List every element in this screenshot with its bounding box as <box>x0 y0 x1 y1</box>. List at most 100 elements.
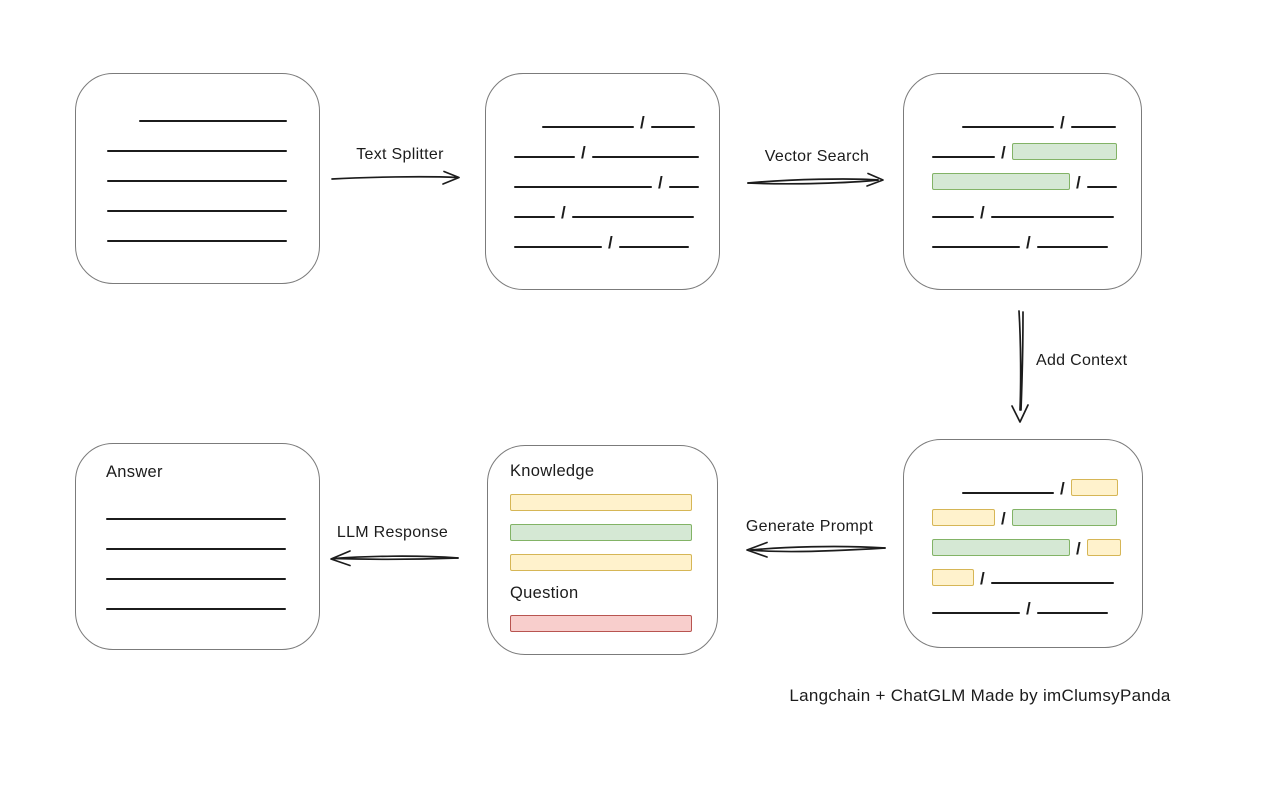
text-row: / <box>905 596 1142 618</box>
slash-separator: / <box>640 113 645 132</box>
text-line <box>1036 246 1108 248</box>
source-document-lines <box>76 74 319 242</box>
yellow-bar <box>510 554 692 571</box>
text-row: / <box>905 506 1142 528</box>
text-line <box>106 548 286 550</box>
text-row: / <box>487 200 719 222</box>
text-row: / <box>905 140 1141 162</box>
text-line <box>962 126 1054 128</box>
text-line <box>107 150 287 152</box>
text-row: / <box>905 170 1141 192</box>
prompt-box: Knowledge Question <box>487 445 718 655</box>
llm-response-arrow <box>330 550 459 567</box>
slash-separator: / <box>1076 173 1081 192</box>
text-row: / <box>905 566 1142 588</box>
slash-separator: / <box>980 569 985 588</box>
text-line <box>139 120 287 122</box>
slash-separator: / <box>1026 599 1031 618</box>
text-row: / <box>905 536 1142 558</box>
context-chunks-box: / / / / / <box>903 439 1143 648</box>
text-row: / <box>487 230 719 252</box>
text-line <box>932 156 995 158</box>
yellow-bar <box>510 494 692 511</box>
text-row <box>77 104 319 122</box>
answer-label: Answer <box>106 463 163 481</box>
slash-separator: / <box>1060 479 1065 498</box>
slash-separator: / <box>561 203 566 222</box>
text-line <box>618 246 689 248</box>
source-document-box <box>75 73 320 284</box>
text-row <box>77 194 319 212</box>
vector-search-result-box: / / / / / <box>903 73 1142 290</box>
text-row <box>77 134 319 152</box>
text-line <box>107 240 287 242</box>
knowledge-bars <box>510 494 717 571</box>
red-bar <box>510 615 692 632</box>
text-line <box>542 126 634 128</box>
text-row: / <box>905 476 1142 498</box>
text-row <box>77 224 319 242</box>
vector-search-result-lines: / / / / / <box>904 74 1141 252</box>
text-line <box>1036 612 1108 614</box>
yellow-highlight-bar <box>1086 539 1121 556</box>
text-line <box>591 156 699 158</box>
slash-separator: / <box>581 143 586 162</box>
text-line <box>962 492 1054 494</box>
text-line <box>107 180 287 182</box>
green-bar <box>510 524 692 541</box>
text-line <box>1070 126 1116 128</box>
text-row: / <box>487 170 719 192</box>
generate-prompt-arrow <box>746 541 886 558</box>
add-context-arrow <box>1011 310 1029 423</box>
llm-response-label: LLM Response <box>336 524 449 541</box>
green-highlight-bar <box>932 173 1070 190</box>
text-line <box>990 582 1114 584</box>
text-line <box>668 186 699 188</box>
add-context-label: Add Context <box>1036 352 1128 369</box>
green-highlight-bar <box>932 539 1070 556</box>
text-splitter-label: Text Splitter <box>356 146 444 163</box>
slash-separator: / <box>658 173 663 192</box>
text-line <box>106 518 286 520</box>
text-line <box>650 126 695 128</box>
yellow-highlight-bar <box>932 509 995 526</box>
answer-lines <box>106 482 319 610</box>
answer-box: Answer <box>75 443 320 650</box>
text-line <box>932 612 1020 614</box>
text-row <box>77 164 319 182</box>
text-row: / <box>487 110 719 132</box>
slash-separator: / <box>1060 113 1065 132</box>
slash-separator: / <box>1001 143 1006 162</box>
yellow-highlight-bar <box>1070 479 1118 496</box>
text-line <box>514 246 602 248</box>
slash-separator: / <box>1076 539 1081 558</box>
text-line <box>990 216 1114 218</box>
split-chunks-lines: / / / / / <box>486 74 719 252</box>
text-row: / <box>905 230 1141 252</box>
text-line <box>571 216 694 218</box>
text-line <box>514 216 555 218</box>
knowledge-label: Knowledge <box>510 462 595 480</box>
text-line <box>106 578 286 580</box>
text-row: / <box>487 140 719 162</box>
text-line <box>932 216 974 218</box>
vector-search-label: Vector Search <box>764 148 870 165</box>
credit-text: Langchain + ChatGLM Made by imClumsyPand… <box>789 686 1171 705</box>
text-line <box>1086 186 1117 188</box>
text-line <box>514 186 652 188</box>
green-highlight-bar <box>1011 143 1117 160</box>
text-row: / <box>905 200 1141 222</box>
yellow-highlight-bar <box>932 569 974 586</box>
question-bars <box>510 615 717 632</box>
text-line <box>932 246 1020 248</box>
slash-separator: / <box>980 203 985 222</box>
slash-separator: / <box>1001 509 1006 528</box>
text-line <box>106 608 286 610</box>
slash-separator: / <box>1026 233 1031 252</box>
slash-separator: / <box>608 233 613 252</box>
question-label: Question <box>510 584 579 602</box>
green-highlight-bar <box>1011 509 1117 526</box>
text-line <box>107 210 287 212</box>
context-chunks-lines: / / / / / <box>904 440 1142 618</box>
